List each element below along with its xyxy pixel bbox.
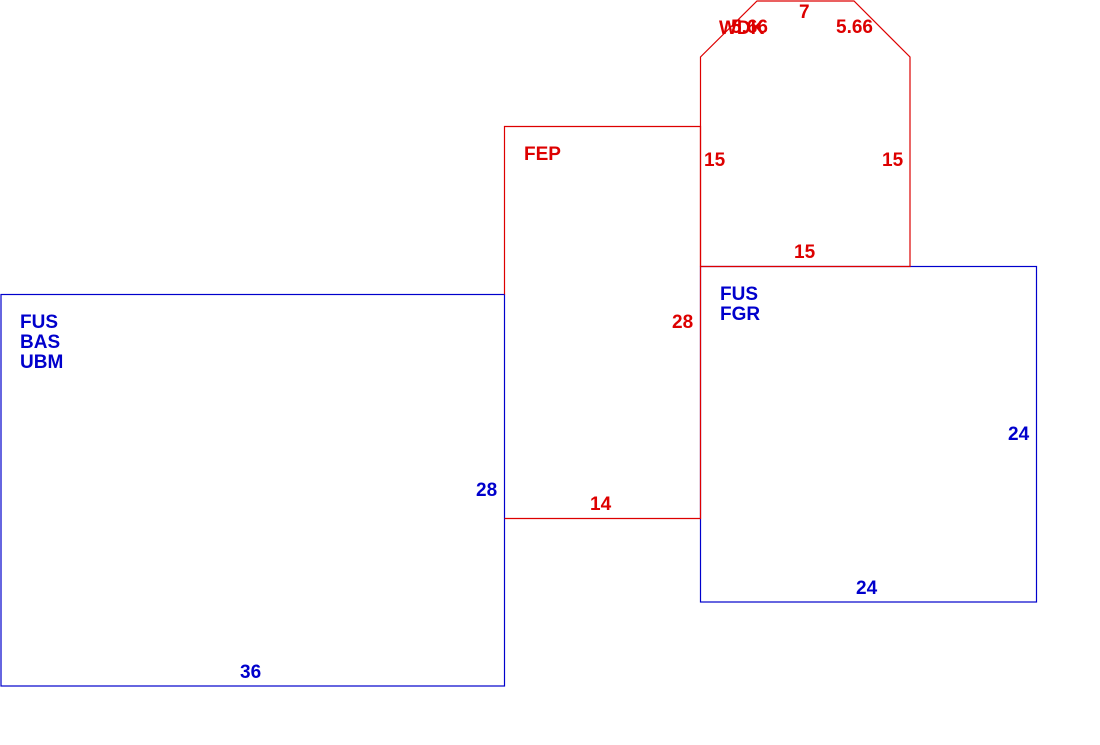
main-code-bas: BAS <box>20 332 60 353</box>
porch-dim-right: 28 <box>672 312 693 333</box>
garage-dim-right: 24 <box>1008 424 1030 445</box>
deck-code-wdk: WDK <box>719 18 765 39</box>
main-building-outline <box>0 293 506 687</box>
deck-dim-left: 15 <box>704 150 726 171</box>
main-dim-right: 28 <box>476 480 497 501</box>
main-code-ubm: UBM <box>20 352 63 373</box>
deck-dim-top: 7 <box>799 2 810 23</box>
deck-outline <box>699 0 911 268</box>
porch-code-fep: FEP <box>524 144 561 165</box>
deck-dim-top-right: 5.66 <box>836 17 873 38</box>
deck-dim-right: 15 <box>882 150 904 171</box>
main-dim-bottom: 36 <box>240 662 261 683</box>
garage-dim-bottom: 24 <box>856 578 878 599</box>
deck-dim-top-left: 5.66 <box>731 17 768 38</box>
main-code-fus: FUS <box>20 312 58 333</box>
deck-dim-bottom: 15 <box>794 242 816 263</box>
garage-code-fgr: FGR <box>720 304 760 325</box>
porch-dim-bottom: 14 <box>590 494 612 515</box>
garage-code-fus: FUS <box>720 284 758 305</box>
